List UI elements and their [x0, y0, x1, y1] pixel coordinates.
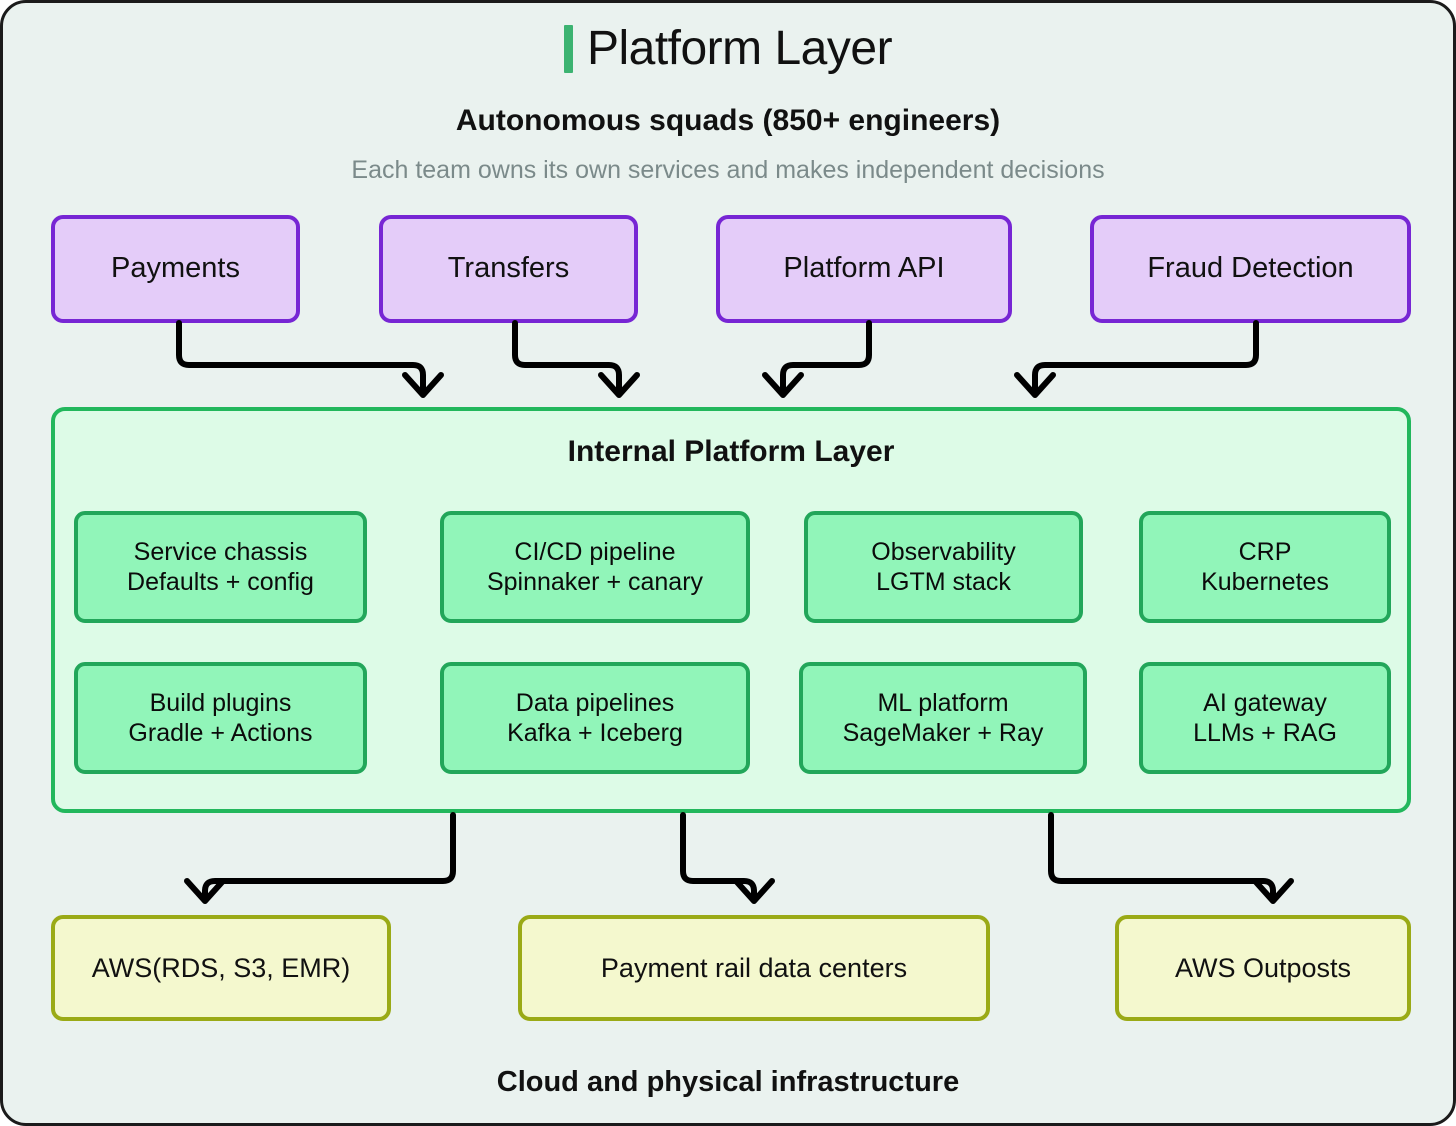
infra-label: AWS Outposts [1174, 952, 1352, 983]
capability-line2: Gradle + Actions [128, 719, 313, 747]
connector-platform-to-outposts [1048, 812, 1276, 902]
squad-label: Payments [111, 252, 240, 285]
capability-line2: Kubernetes [1201, 568, 1329, 596]
capability-ai-gateway[interactable]: AI gateway LLMs + RAG [1139, 662, 1391, 774]
squad-node-payments[interactable]: Payments [51, 215, 300, 323]
internal-platform-layer-container: Internal Platform Layer Service chassis … [51, 407, 1411, 813]
footer-label: Cloud and physical infrastructure [496, 1066, 960, 1098]
squad-label: Transfers [447, 252, 570, 285]
capability-data-pipelines[interactable]: Data pipelines Kafka + Iceberg [440, 662, 750, 774]
squad-label: Fraud Detection [1147, 252, 1354, 285]
capability-line1: Build plugins [149, 688, 292, 717]
connector-platform-to-payment-rail [680, 812, 757, 902]
squad-node-transfers[interactable]: Transfers [379, 215, 638, 323]
capability-service-chassis[interactable]: Service chassis Defaults + config [74, 511, 367, 623]
capability-line1: Service chassis [133, 537, 308, 566]
internal-platform-layer-title: Internal Platform Layer [567, 435, 895, 468]
infra-label: AWS(RDS, S3, EMR) [91, 952, 351, 983]
arrowhead-platform-to-payment-rail [733, 878, 775, 904]
squad-node-fraud-detection[interactable]: Fraud Detection [1090, 215, 1411, 323]
page-title: Platform Layer [586, 22, 893, 75]
capability-line2: SageMaker + Ray [842, 719, 1044, 747]
squad-node-platform-api[interactable]: Platform API [716, 215, 1012, 323]
arrowhead-payments [402, 372, 444, 398]
capability-line2: Spinnaker + canary [486, 568, 704, 596]
capability-observability[interactable]: Observability LGTM stack [804, 511, 1083, 623]
arrowhead-platform-api [762, 372, 804, 398]
capability-line2: Defaults + config [127, 568, 314, 596]
capability-line2: LLMs + RAG [1193, 719, 1337, 747]
capability-line1: Data pipelines [515, 688, 675, 717]
title-row: Platform Layer [3, 25, 1453, 73]
title-accent-bar [563, 25, 573, 73]
arrowhead-fraud-detection [1014, 372, 1056, 398]
infra-node-aws-outposts[interactable]: AWS Outposts [1115, 915, 1411, 1021]
capability-build-plugins[interactable]: Build plugins Gradle + Actions [74, 662, 367, 774]
arrowhead-platform-to-outposts [1252, 878, 1294, 904]
arrowhead-transfers [598, 372, 640, 398]
capability-line2: Kafka + Iceberg [507, 719, 683, 747]
subtitle: Autonomous squads (850+ engineers) [455, 104, 1001, 137]
connector-platform-api [780, 320, 872, 396]
connector-transfers [512, 320, 622, 396]
capability-cicd-pipeline[interactable]: CI/CD pipeline Spinnaker + canary [440, 511, 750, 623]
connector-fraud-detection [1032, 320, 1259, 396]
capability-ml-platform[interactable]: ML platform SageMaker + Ray [799, 662, 1087, 774]
capability-line1: CRP [1238, 537, 1292, 566]
infra-node-payment-rail-data-centers[interactable]: Payment rail data centers [518, 915, 990, 1021]
connector-platform-to-aws [202, 812, 456, 902]
squad-label: Platform API [783, 252, 945, 285]
infra-node-aws[interactable]: AWS(RDS, S3, EMR) [51, 915, 391, 1021]
caption: Each team owns its own services and make… [351, 156, 1105, 184]
capability-line2: LGTM stack [876, 568, 1011, 596]
infra-label: Payment rail data centers [600, 952, 908, 983]
capability-crp[interactable]: CRP Kubernetes [1139, 511, 1391, 623]
capability-line1: AI gateway [1203, 688, 1327, 717]
capability-line1: ML platform [877, 688, 1009, 717]
capability-line1: Observability [871, 537, 1016, 566]
capability-line1: CI/CD pipeline [514, 537, 676, 566]
arrowhead-platform-to-aws [184, 878, 226, 904]
connector-payments [176, 320, 426, 396]
